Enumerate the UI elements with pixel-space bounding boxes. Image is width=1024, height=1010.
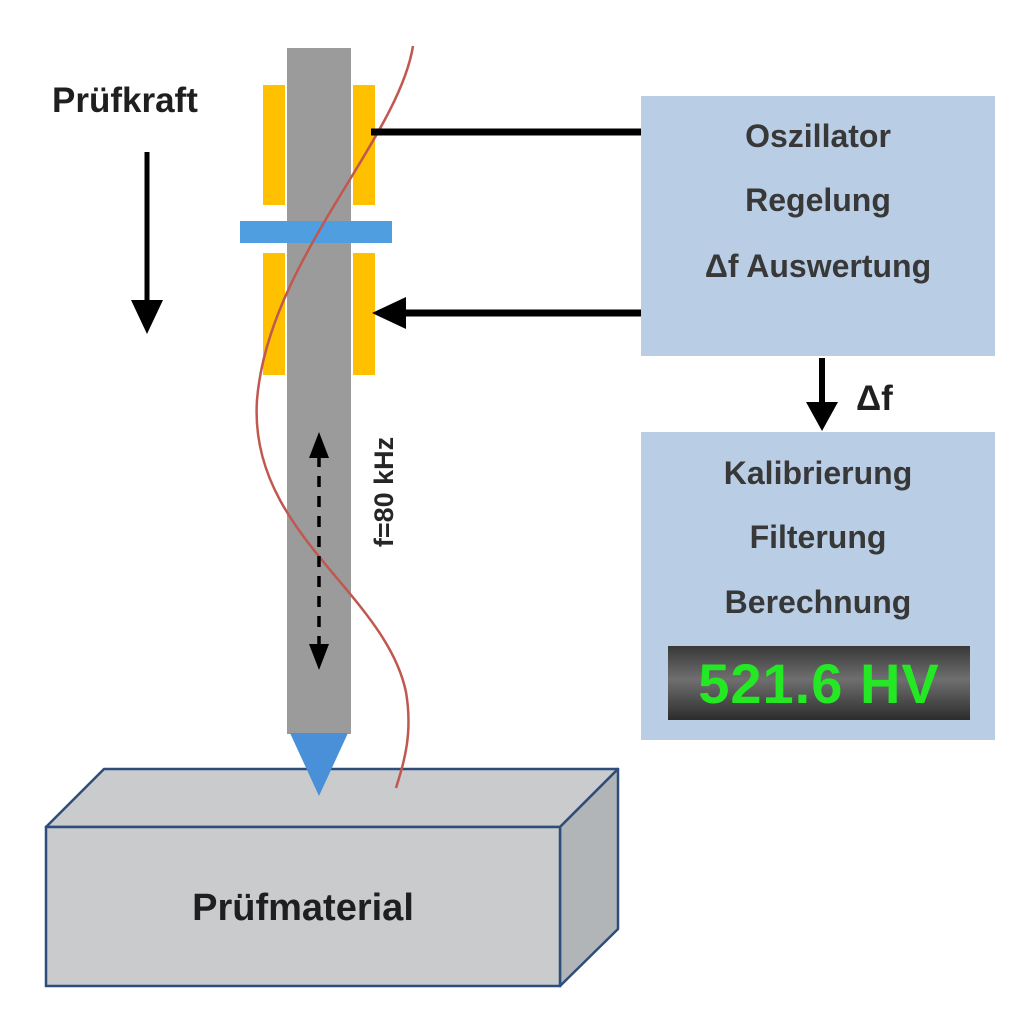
piezo-element-bottom-left bbox=[263, 253, 285, 375]
delta-f-arrowhead bbox=[806, 402, 838, 431]
material-front-face bbox=[44, 825, 562, 988]
indenter-tip bbox=[290, 733, 348, 796]
hardness-value: 521.6 HV bbox=[698, 652, 940, 715]
force-label: Prüfkraft bbox=[52, 81, 198, 120]
oscillation-arrowhead-up bbox=[309, 432, 329, 458]
oscillator-panel-line-2: Regelung bbox=[745, 182, 891, 218]
oscillator-panel-line-1: Oszillator bbox=[745, 118, 891, 154]
frequency-label: f=80 kHz bbox=[369, 437, 399, 547]
resonance-wave bbox=[255, 45, 415, 789]
piezo-element-bottom-right bbox=[353, 253, 375, 375]
oscillator-panel: Oszillator Regelung Δf Auswertung bbox=[641, 96, 995, 356]
processing-panel-line-2: Filterung bbox=[750, 519, 887, 555]
piezo-element-top-left bbox=[263, 85, 285, 205]
hardness-display bbox=[668, 646, 970, 720]
material-top-face bbox=[44, 767, 620, 829]
processing-panel-line-3: Berechnung bbox=[725, 584, 912, 620]
oscillator-panel-bg bbox=[641, 96, 995, 356]
force-arrowhead bbox=[131, 300, 163, 334]
node-support-bar bbox=[240, 221, 392, 243]
oscillator-panel-line-3: Δf Auswertung bbox=[705, 248, 931, 284]
processing-panel-line-1: Kalibrierung bbox=[724, 455, 912, 491]
material-label: Prüfmaterial bbox=[192, 887, 414, 929]
oscillation-rod bbox=[287, 48, 351, 734]
processing-panel: Kalibrierung Filterung Berechnung 521.6 … bbox=[641, 432, 995, 740]
delta-f-label: Δf bbox=[856, 379, 893, 418]
material-block: Prüfmaterial bbox=[44, 767, 620, 988]
oscillation-arrowhead-down bbox=[309, 644, 329, 670]
piezo-element-top-right bbox=[353, 85, 375, 205]
feedback-arrowhead bbox=[372, 297, 406, 329]
